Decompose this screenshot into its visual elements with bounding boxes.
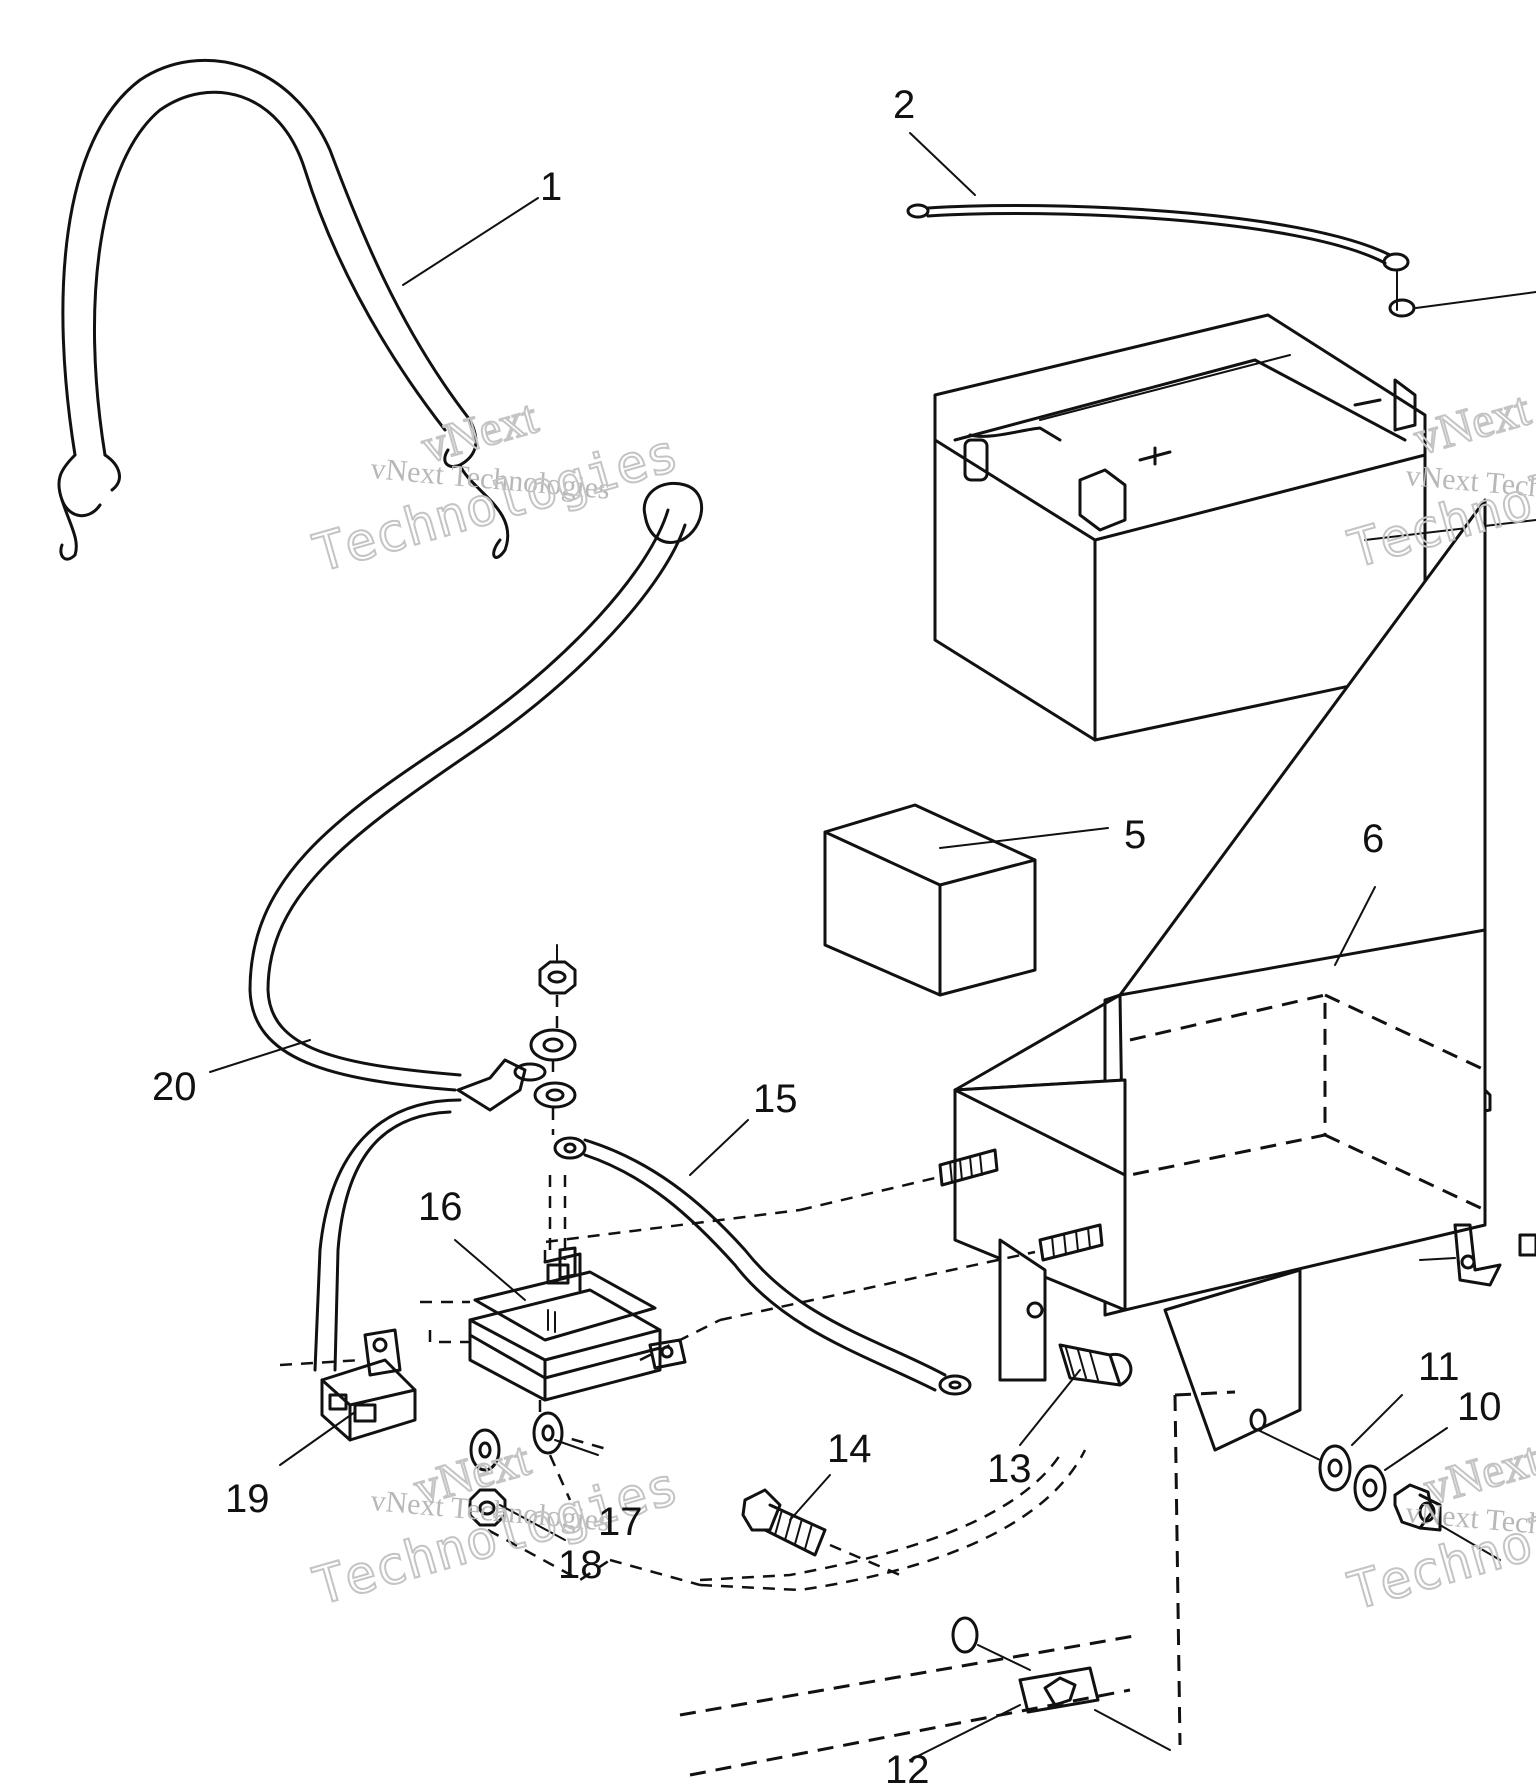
part-2-cable <box>906 203 1536 318</box>
parts-10-11-hardware <box>1257 1429 1501 1561</box>
callouts: 1 2 5 6 10 11 12 13 14 15 16 17 18 19 20 <box>152 83 1502 1792</box>
callout-20: 20 <box>152 1065 197 1109</box>
leader-lines <box>209 132 1448 1761</box>
watermark-vnext-2: vNext <box>1408 382 1536 465</box>
callout-6: 6 <box>1362 817 1384 861</box>
callout-12: 12 <box>885 1748 930 1792</box>
callout-10: 10 <box>1457 1385 1502 1429</box>
part-12-clip <box>679 1390 1236 1777</box>
studs <box>719 1148 1104 1322</box>
callout-18: 18 <box>558 1543 603 1587</box>
callout-15: 15 <box>753 1077 798 1121</box>
part-20-cable <box>248 482 703 1372</box>
callout-16: 16 <box>418 1185 463 1229</box>
callout-5: 5 <box>1124 813 1146 857</box>
callout-19: 19 <box>225 1477 270 1521</box>
part-6-battery-box <box>953 498 1536 1452</box>
callout-17: 17 <box>598 1500 643 1544</box>
part-14-screw <box>741 1488 901 1577</box>
part-15-cable <box>553 1136 972 1396</box>
nut-washer-stack <box>529 944 577 1260</box>
callout-13: 13 <box>987 1447 1032 1491</box>
part-5-pad <box>823 803 1037 997</box>
part-1-cable <box>57 59 510 561</box>
part-13-bolt <box>1058 1343 1133 1387</box>
callout-14: 14 <box>827 1427 872 1471</box>
parts-17-18-hardware <box>468 1411 1087 1592</box>
callout-11: 11 <box>1418 1345 1460 1389</box>
part-16-solenoid <box>420 1208 801 1452</box>
callout-1: 1 <box>540 165 562 209</box>
callout-2: 2 <box>893 83 915 127</box>
part-19-connector <box>279 1328 417 1442</box>
